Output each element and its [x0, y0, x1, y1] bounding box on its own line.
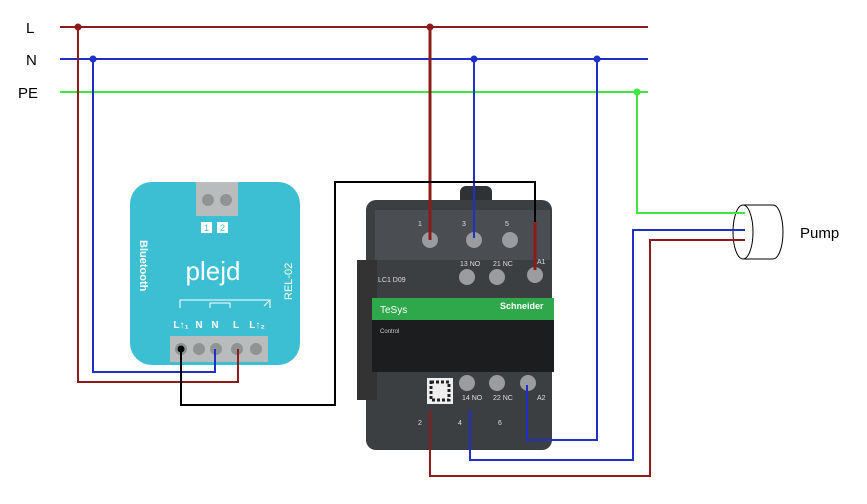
relay-model: REL-02: [283, 263, 295, 300]
contactor-label-5: 5: [505, 221, 509, 228]
relay-terminal-2: 2: [220, 223, 225, 233]
contactor-aux-14: 14 NO: [462, 395, 483, 402]
contactor-aux-13: 13 NO: [460, 261, 481, 268]
contactor-label-4: 4: [458, 420, 462, 427]
bus-label-l: L: [26, 20, 34, 37]
schneider-contactor: 1 3 5 13 NO 21 NC A1 LC1 D09 14 NO 22 NC…: [357, 186, 554, 450]
wire-l-relay: [77, 27, 239, 383]
pump: [732, 204, 784, 260]
contactor-aux-22: 22 NC: [493, 395, 513, 402]
wire-pump-l: [429, 239, 745, 477]
contactor-brand: Schneider: [500, 301, 544, 311]
contactor-model: LC1 D09: [378, 277, 406, 284]
pump-label: Pump: [800, 225, 839, 242]
relay-term-l1: L↑₁: [173, 320, 188, 331]
contactor-label-3: 3: [462, 221, 466, 228]
relay-term-l2: L↑₂: [249, 320, 265, 331]
relay-term-n2: N: [211, 320, 218, 331]
contactor-sub: Control: [380, 329, 399, 335]
plejd-relay: 1 2 plejd Bluetooth REL-02 L↑₁ N N L L↑₂: [130, 182, 300, 365]
wire-pe-pump: [636, 92, 745, 214]
relay-bluetooth: Bluetooth: [137, 240, 149, 292]
contactor-label-1: 1: [418, 221, 422, 228]
junction-dots: [74, 23, 641, 353]
wire-pump-n: [469, 229, 745, 461]
contactor-aux-a2: A2: [537, 395, 546, 402]
contactor-aux-21: 21 NC: [493, 261, 513, 268]
bus-label-n: N: [26, 52, 37, 69]
contactor-aux-a1: A1: [537, 259, 546, 266]
contactor-label-2: 2: [418, 420, 422, 427]
contactor-series: TeSys: [380, 305, 407, 316]
contactor-label-6: 6: [498, 420, 502, 427]
wire-n-relay: [92, 59, 216, 373]
relay-terminal-1: 1: [204, 223, 209, 233]
wire-n-a2: [526, 59, 598, 441]
bus-label-pe: PE: [18, 85, 38, 102]
relay-term-n1: N: [195, 320, 202, 331]
relay-brand: plejd: [186, 256, 241, 286]
wire-control: [180, 181, 536, 406]
relay-term-l: L: [233, 320, 239, 331]
